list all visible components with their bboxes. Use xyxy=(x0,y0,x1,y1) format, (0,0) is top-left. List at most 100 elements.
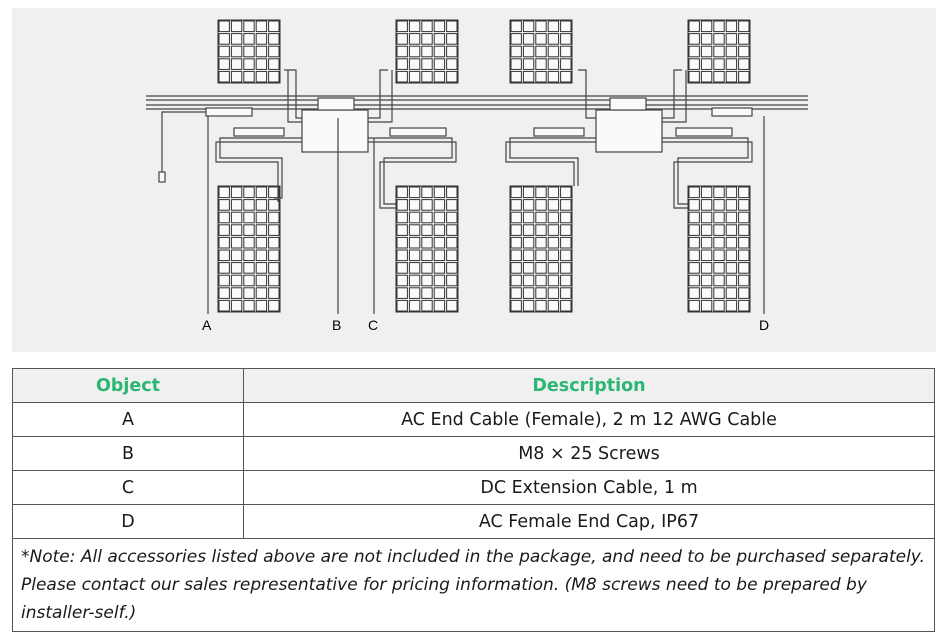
panel-cell xyxy=(510,70,522,83)
panel-cell xyxy=(713,45,725,58)
panel-cell xyxy=(725,224,738,236)
panel-cell xyxy=(396,58,408,70)
panel-cell xyxy=(535,224,547,236)
panel-cell xyxy=(522,211,535,224)
panel-cell xyxy=(408,70,421,83)
panel-cell xyxy=(522,186,535,199)
panel-cell xyxy=(688,186,700,199)
panel-cell xyxy=(560,299,572,312)
panel-cell xyxy=(560,186,572,199)
panel-cell xyxy=(547,224,560,236)
panel-cell xyxy=(725,199,738,211)
panel-cell xyxy=(700,224,713,236)
panel-cell xyxy=(268,236,280,249)
panel-cell xyxy=(446,186,458,199)
panel-cell xyxy=(713,186,725,199)
panel-cell xyxy=(738,20,750,33)
panel-cell xyxy=(713,58,725,70)
panel-cell xyxy=(433,224,446,236)
panel-cell xyxy=(268,274,280,287)
panel-cell xyxy=(547,274,560,287)
panel-cell xyxy=(725,20,738,33)
panel-cell xyxy=(446,45,458,58)
panel-cell xyxy=(725,186,738,199)
panel-cell xyxy=(547,186,560,199)
panel-cell xyxy=(713,287,725,299)
panel-cell xyxy=(700,20,713,33)
panel-cell xyxy=(230,224,243,236)
panel-cell xyxy=(243,45,255,58)
panel-cell xyxy=(688,70,700,83)
panel-cell xyxy=(725,45,738,58)
panel-cell xyxy=(268,262,280,274)
panel-cell xyxy=(243,199,255,211)
callout-b: B xyxy=(332,317,341,333)
panel-cell xyxy=(255,33,268,45)
panel-cell xyxy=(725,299,738,312)
panel-cell xyxy=(700,45,713,58)
note-text: *Note: All accessories listed above are … xyxy=(12,538,935,632)
panel-cell xyxy=(446,199,458,211)
panel-cell xyxy=(510,287,522,299)
panel-cell xyxy=(688,299,700,312)
panel-cell xyxy=(688,45,700,58)
panel-cell xyxy=(535,249,547,262)
panel-cell xyxy=(535,211,547,224)
panel-cell xyxy=(255,287,268,299)
panel-cell xyxy=(421,199,433,211)
panel-cell xyxy=(713,274,725,287)
panel-cell xyxy=(700,262,713,274)
panel-cell xyxy=(268,299,280,312)
panel-cell xyxy=(560,224,572,236)
row-description: DC Extension Cable, 1 m xyxy=(243,470,935,505)
panel-cell xyxy=(688,262,700,274)
row-description: AC End Cable (Female), 2 m 12 AWG Cable xyxy=(243,402,935,437)
row-object: B xyxy=(12,436,244,471)
row-description: M8 × 25 Screws xyxy=(243,436,935,471)
panel-cell xyxy=(738,70,750,83)
panel-cell xyxy=(560,33,572,45)
panel-cell xyxy=(560,199,572,211)
panel-cell xyxy=(446,274,458,287)
panel-cell xyxy=(408,299,421,312)
panel-cell xyxy=(510,249,522,262)
panel-cell xyxy=(396,186,408,199)
panel-cell xyxy=(255,186,268,199)
panel-cell xyxy=(446,70,458,83)
panel-cell xyxy=(243,262,255,274)
panel-cell xyxy=(522,58,535,70)
panel-cell xyxy=(243,70,255,83)
panel-cell xyxy=(446,249,458,262)
panel-cell xyxy=(725,287,738,299)
panel-cell xyxy=(547,70,560,83)
panel-cell xyxy=(230,236,243,249)
panel-cell xyxy=(396,287,408,299)
panel-cell xyxy=(396,70,408,83)
panel-cell xyxy=(408,199,421,211)
panel-cell xyxy=(700,58,713,70)
panel-cell xyxy=(535,186,547,199)
panel-cell xyxy=(396,299,408,312)
panel-cell xyxy=(522,199,535,211)
panel-cell xyxy=(396,45,408,58)
panel-cell xyxy=(713,20,725,33)
panel-cell xyxy=(408,249,421,262)
panel-cell xyxy=(522,299,535,312)
panel-cell xyxy=(700,236,713,249)
panel-cell xyxy=(255,20,268,33)
panel-cell xyxy=(547,45,560,58)
panel-cell xyxy=(522,287,535,299)
panel-cell xyxy=(218,274,230,287)
panel-cell xyxy=(688,249,700,262)
panel-cell xyxy=(218,186,230,199)
panel-cell xyxy=(408,33,421,45)
panel-cell xyxy=(547,299,560,312)
panel-cell xyxy=(510,58,522,70)
installation-diagram: A B C D xyxy=(12,8,936,352)
panel-cell xyxy=(738,299,750,312)
panel-cell xyxy=(688,236,700,249)
panel-cell xyxy=(396,33,408,45)
panel-cell xyxy=(268,33,280,45)
panel-cell xyxy=(218,70,230,83)
callout-c: C xyxy=(368,317,378,333)
